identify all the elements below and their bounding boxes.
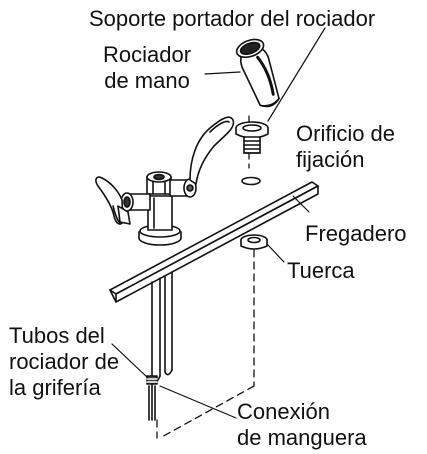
hand-spray	[235, 38, 280, 108]
faucet-body	[120, 171, 197, 246]
label-hand-spray: Rociador de mano	[103, 42, 192, 93]
faucet-handle-right	[189, 116, 235, 185]
sink-deck	[109, 181, 319, 303]
label-spray-holder: Soporte portador del rociador	[89, 6, 376, 31]
faucet-spray-tubes	[151, 271, 173, 384]
nut	[240, 234, 268, 250]
spray-holder	[235, 121, 269, 154]
label-nut: Tuerca	[287, 258, 355, 283]
label-sink: Fregadero	[305, 221, 407, 246]
label-mounting-hole: Orificio de fijación	[296, 121, 396, 172]
label-hose-connection: Conexión de manguera	[237, 399, 367, 450]
faucet-handle-left	[95, 176, 131, 225]
mounting-hole	[241, 176, 261, 186]
label-faucet-spray-tubes: Tubos del rociador de la grifería	[9, 323, 120, 400]
leader-lines	[111, 27, 326, 419]
hose-connection	[146, 375, 158, 421]
